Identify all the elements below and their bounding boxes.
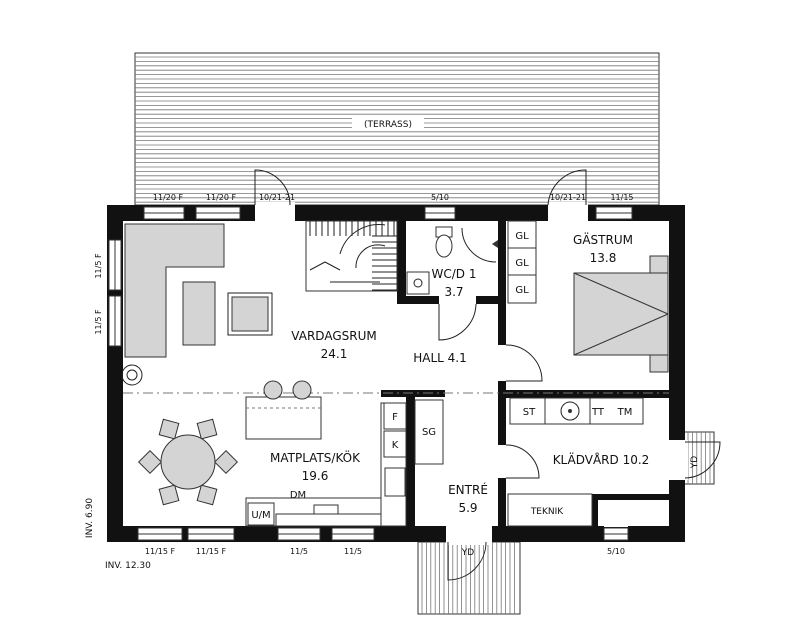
dining-chair [158,418,180,440]
room-vardagsrum-area: 24.1 [321,347,348,361]
room-entre-name: ENTRÉ [448,482,488,497]
dimension-width: INV. 12.30 [105,561,151,571]
window-top-1: 11/20 F [153,193,184,202]
staircase [305,220,398,292]
kitchen-island [245,380,322,440]
windows [108,206,633,541]
window-left-1: 11/5 F [94,253,103,279]
terrace: (TERRASS) [134,52,660,206]
fixture-teknik: TEKNIK [530,507,564,517]
room-wc-area: 3.7 [444,285,463,299]
dimension-labels: INV. 12.30 INV. 6.90 [85,498,151,571]
dining-chair [213,449,239,475]
fixture-dm: DM [290,490,306,501]
fixture-yd-side: YD [690,456,700,469]
room-gastrum-name: GÄSTRUM [573,232,633,247]
fixture-sg: SG [422,427,436,438]
laundry-fixtures [507,397,644,527]
room-matplats-area: 19.6 [302,469,329,483]
fixture-k: K [392,440,399,451]
window-top-3: 10/21-21 [259,193,295,202]
window-bottom-2: 11/15 F [196,547,227,556]
fixture-f: F [392,412,398,423]
window-labels: 11/20 F 11/20 F 10/21-21 5/10 10/21-21 1… [94,193,634,556]
window-top-4: 5/10 [431,193,449,202]
fixture-yd-front: YD [461,548,474,558]
window-bottom-5: 5/10 [607,547,625,556]
room-labels: VARDAGSRUM 24.1 HALL 4.1 WC/D 1 3.7 GÄST… [270,232,649,515]
dining-chair [137,449,163,475]
guest-room-furniture [507,220,669,373]
window-bottom-3: 11/5 [290,547,308,556]
fixture-labels: GL GL GL ST TT TM F K SG DM U/M TEKNIK Y… [251,231,700,558]
dining-chair [196,418,218,440]
fixture-st: ST [523,407,536,418]
fixture-gl-2: GL [515,258,529,269]
room-vardagsrum-name: VARDAGSRUM [291,329,376,343]
room-entre-area: 5.9 [458,501,477,515]
fixture-um: U/M [251,510,270,521]
window-top-6: 11/15 [610,193,633,202]
dimension-depth: INV. 6.90 [85,498,95,538]
room-hall-name: HALL 4.1 [413,351,467,365]
dining-table [137,418,239,506]
fixture-tt: TT [591,407,605,418]
room-wc-name: WC/D 1 [432,267,477,281]
fixture-tm: TM [617,407,633,418]
room-gastrum-area: 13.8 [590,251,617,265]
window-bottom-4: 11/5 [344,547,362,556]
dining-chair [158,484,180,506]
fixture-gl-3: GL [515,285,529,296]
living-room-furniture [121,223,669,394]
window-left-2: 11/5 F [94,309,103,335]
fixture-gl-1: GL [515,231,529,242]
terrace-label: (TERRASS) [364,120,412,130]
doors [254,169,721,581]
plant-icon [121,364,143,386]
kitchen-counters [245,402,407,527]
dining-chair [196,484,218,506]
room-matplats-name: MATPLATS/KÖK [270,449,361,465]
window-top-2: 11/20 F [206,193,237,202]
wc-fixtures [406,226,498,295]
entrance-fixtures [414,399,444,465]
window-bottom-1: 11/15 F [145,547,176,556]
room-kladvard-name: KLÄDVÅRD 10.2 [553,452,650,467]
window-top-5: 10/21-21 [550,193,586,202]
